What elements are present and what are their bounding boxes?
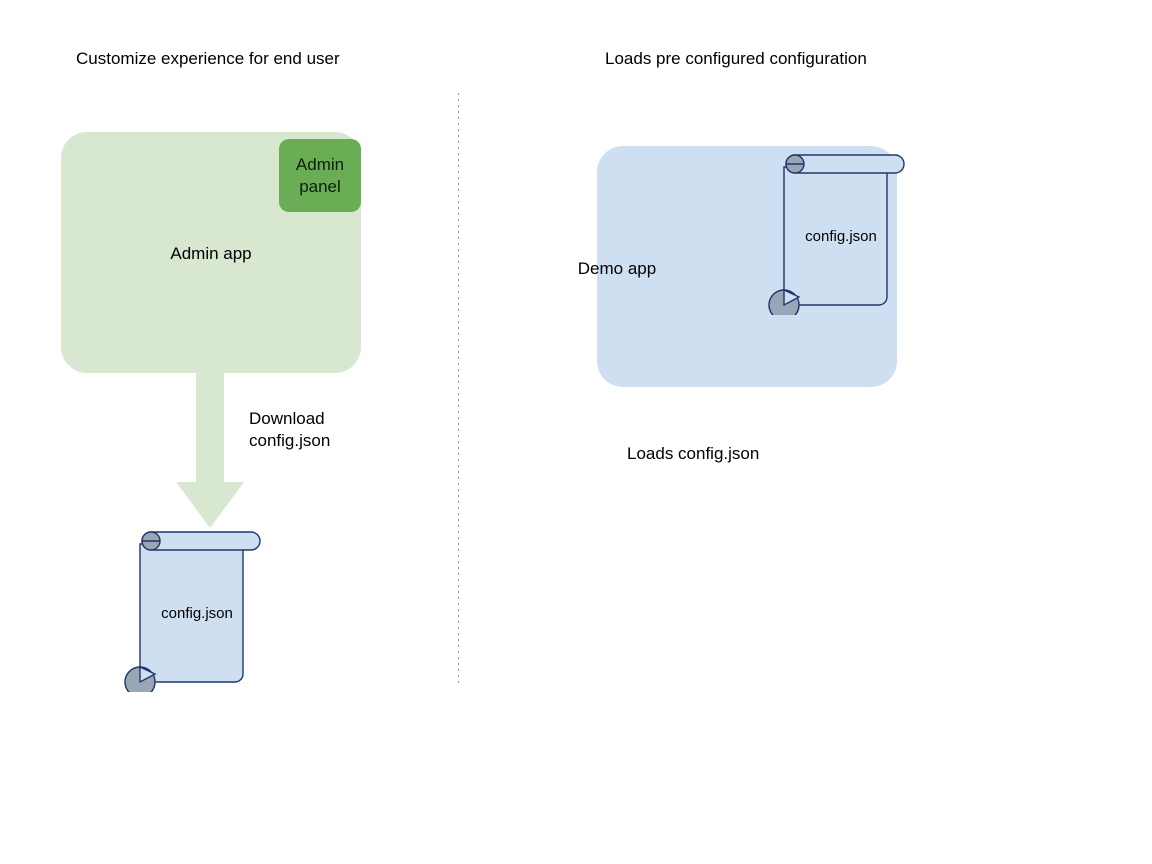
document-bottom-curl-notch: [783, 288, 801, 307]
right-column-heading: Loads pre configured configuration: [605, 49, 867, 68]
arrow-shaft: [196, 360, 224, 488]
config-json-document-right-svg: [768, 154, 905, 321]
admin-app-label: Admin app: [170, 244, 252, 263]
config-json-document-left-svg: [124, 531, 261, 698]
arrow-head: [176, 482, 244, 528]
document-bottom-curl-notch: [139, 665, 157, 684]
column-divider: [458, 93, 459, 685]
config-json-document-right-label: config.json: [805, 228, 877, 245]
left-column-heading: Customize experience for end user: [76, 49, 340, 68]
admin-panel-chip[interactable]: Admin panel: [279, 139, 361, 212]
config-json-document-left[interactable]: config.json: [118, 527, 268, 698]
admin-panel-chip-label-line1: Admin: [295, 154, 345, 174]
admin-panel-chip-label-line2: panel: [299, 176, 341, 196]
demo-app-label: Demo app: [577, 259, 657, 278]
admin-panel-chip-label: Admin panel: [296, 154, 344, 198]
config-json-document-left-label: config.json: [161, 605, 233, 622]
download-arrow-label-line1: Download: [249, 409, 325, 428]
config-json-document-right[interactable]: config.json: [762, 150, 912, 321]
loads-config-caption: Loads config.json: [627, 444, 760, 463]
download-arrow-label-line2: config.json: [249, 431, 331, 450]
